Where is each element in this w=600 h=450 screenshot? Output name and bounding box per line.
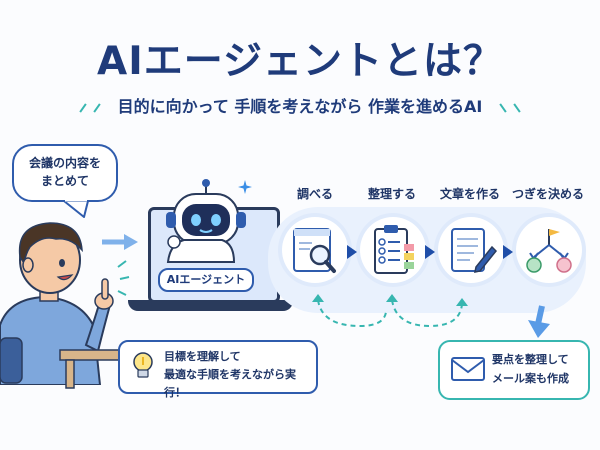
sparkle-icon (513, 102, 521, 113)
page-title: AIエージェントとは？ (97, 39, 503, 84)
sparkle-icon (79, 102, 87, 113)
arrow-right-icon (503, 245, 513, 259)
step-research (282, 217, 348, 283)
arrow-right-icon (347, 245, 357, 259)
document-pencil-icon (451, 228, 498, 273)
envelope-icon (451, 357, 485, 381)
sparkle-icon (93, 102, 101, 113)
arrow-down-icon (528, 305, 550, 338)
tip-line-2: 最適な手順を考えながら実行！ (164, 368, 296, 399)
result-line-1: 要点を整理して (492, 353, 569, 366)
result-line-2: メール案も作成 (492, 372, 569, 385)
step-organize (360, 217, 426, 283)
speech-bubble: 会議の内容を まとめて (12, 144, 118, 202)
speech-line-2: まとめて (40, 174, 89, 188)
person-illustration (0, 222, 130, 385)
agent-label: AIエージェント (158, 268, 254, 292)
lightbulb-icon (133, 352, 153, 378)
speech-tail (63, 199, 89, 218)
speech-line-1: 会議の内容を (28, 156, 101, 170)
subtitle-text: 目的に向かって 手順を考えながら 作業を進めるAI (117, 97, 483, 116)
step-label-write: 文章を作る (439, 187, 500, 201)
step-label-organize: 整理する (367, 187, 416, 201)
laptop-base (128, 300, 293, 311)
robot-icon (166, 179, 246, 263)
arrow-to-agent (102, 234, 138, 250)
tip-box: 目標を理解して 最適な手順を考えながら実行！ (118, 340, 318, 399)
tip-line-1: 目標を理解して (164, 350, 241, 363)
arrow-right-icon (425, 245, 435, 259)
step-label-decide: つぎを決める (511, 187, 584, 201)
page-subtitle: 目的に向かって 手順を考えながら 作業を進めるAI (0, 93, 600, 117)
step-decide (516, 217, 582, 283)
clipboard-checklist-icon (374, 225, 414, 274)
step-label-research: 調べる (296, 187, 333, 201)
step-write (438, 217, 504, 283)
result-box: 要点を整理して メール案も作成 (438, 340, 590, 400)
sparkle-icon (238, 180, 252, 194)
search-document-icon (293, 228, 336, 273)
sparkle-icon (499, 102, 507, 113)
desk-chair-illustration (0, 337, 140, 389)
feedback-loop-arrows (312, 294, 468, 328)
decision-tree-icon (526, 229, 572, 273)
